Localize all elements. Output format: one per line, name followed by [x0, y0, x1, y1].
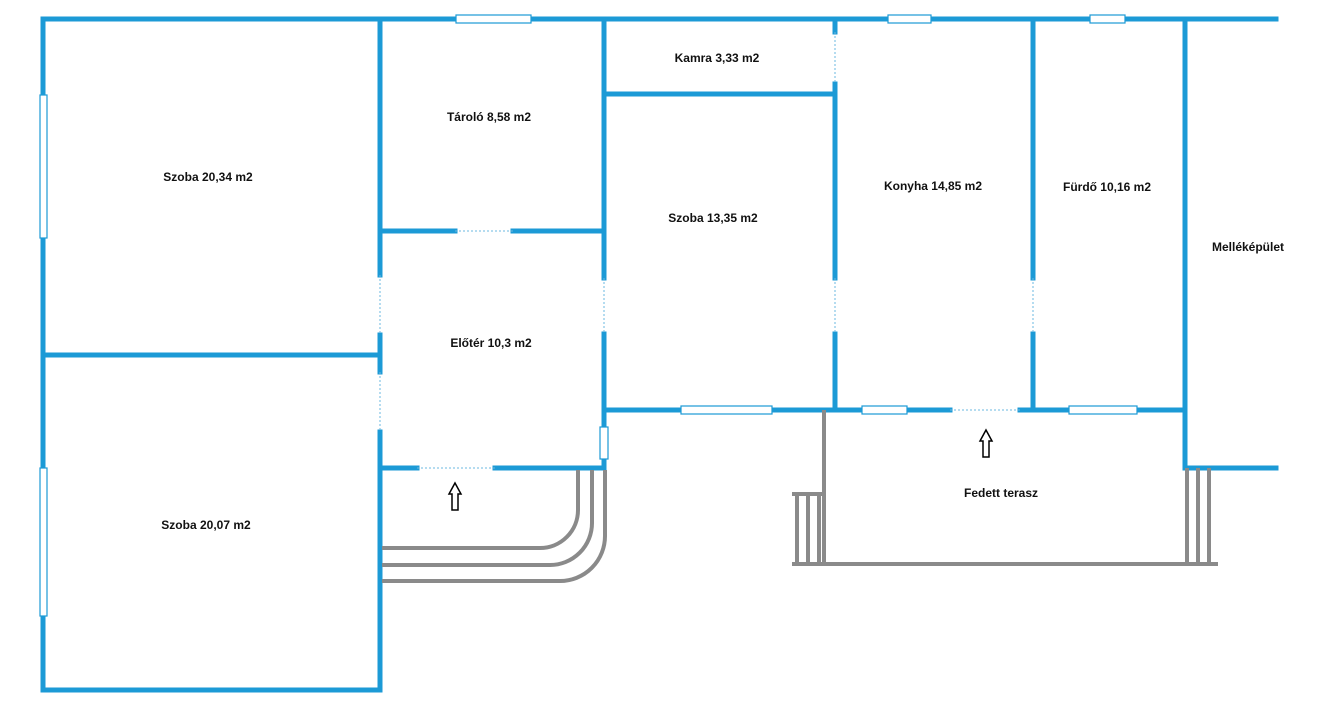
up-arrow-icon [978, 428, 994, 458]
room-label-szoba-3: Szoba 13,35 m2 [668, 211, 758, 225]
room-label-eloter: Előtér 10,3 m2 [450, 336, 532, 350]
walls [40, 16, 1279, 693]
room-label-szoba-2: Szoba 20,07 m2 [161, 518, 251, 532]
terrace [792, 410, 1218, 566]
room-label-szoba-1: Szoba 20,34 m2 [163, 170, 253, 184]
room-label-konyha: Konyha 14,85 m2 [884, 179, 982, 193]
room-label-kamra: Kamra 3,33 m2 [675, 51, 760, 65]
up-arrow-icon [447, 481, 463, 511]
room-label-tarolo: Tároló 8,58 m2 [447, 110, 531, 124]
room-label-terasz: Fedett terasz [964, 486, 1038, 500]
windows [39, 14, 1138, 617]
door-openings [379, 32, 1034, 469]
room-label-furdo: Fürdő 10,16 m2 [1063, 180, 1151, 194]
room-label-mellekepulet: Melléképület [1212, 240, 1284, 254]
entrance-steps-curved [382, 470, 607, 583]
